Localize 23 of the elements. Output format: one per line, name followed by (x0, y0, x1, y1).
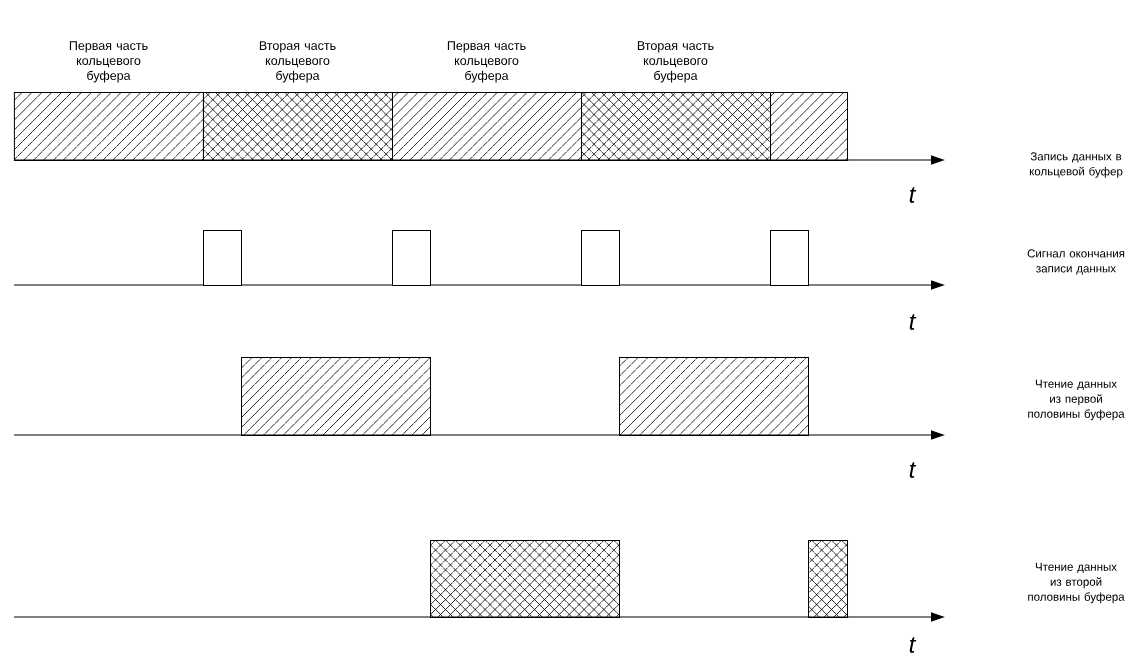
pulse-box (203, 230, 242, 286)
time-label: t (909, 637, 917, 653)
time-label: t (909, 187, 917, 203)
time-label: t (909, 314, 917, 330)
signal-label: Чтение данных из второй половины буфера (1028, 562, 1125, 604)
bar-heading: Первая часть кольцевого буфера (447, 41, 526, 83)
pulse-box (581, 230, 620, 286)
hatched-bar (430, 540, 620, 618)
hatched-bar (619, 357, 809, 436)
time-label: t (909, 462, 917, 478)
hatched-bar (581, 92, 771, 161)
pulse-box (392, 230, 431, 286)
signal-label: Сигнал окончания записи данных (1027, 249, 1125, 275)
signal-label: Чтение данных из первой половины буфера (1028, 379, 1125, 421)
pulse-box (770, 230, 809, 286)
hatched-bar (241, 357, 431, 436)
hatched-bar (808, 540, 848, 618)
bar-heading: Первая часть кольцевого буфера (69, 41, 148, 83)
hatched-bar (203, 92, 393, 161)
bar-heading: Вторая часть кольцевого буфера (259, 41, 336, 83)
signal-label: Запись данных в кольцевой буфер (1029, 152, 1123, 178)
hatched-bar (770, 92, 848, 161)
bar-heading: Вторая часть кольцевого буфера (637, 41, 714, 83)
